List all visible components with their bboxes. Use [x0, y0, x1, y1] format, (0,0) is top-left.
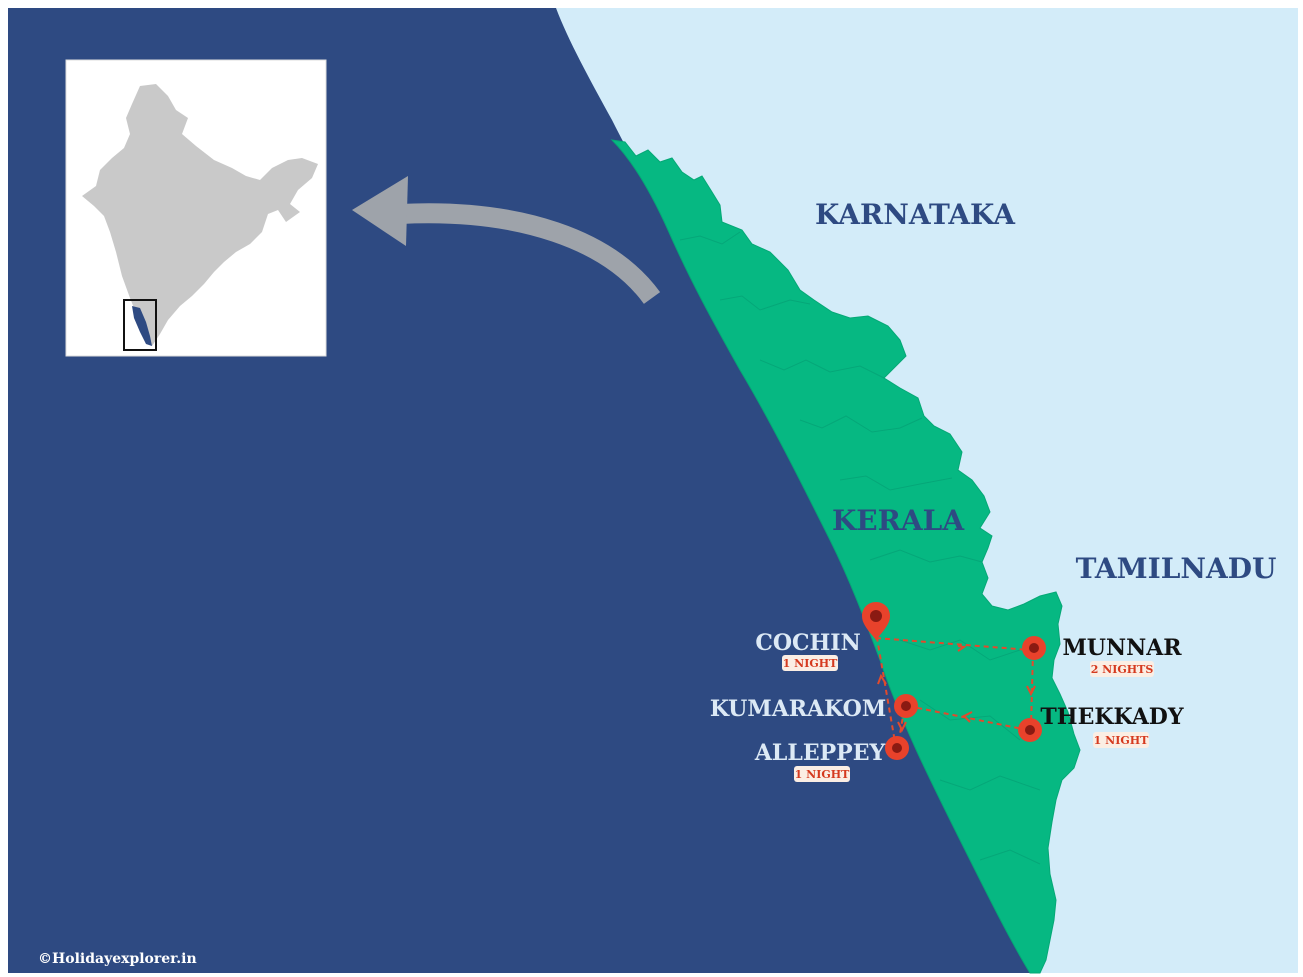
route-arrow-alleppey-cochin — [877, 673, 887, 685]
thekkady-nights-label: 1 NIGHT — [1094, 734, 1149, 747]
thekkady-nights-badge: 1 NIGHT — [1093, 732, 1149, 748]
city-label-cochin: COCHIN — [755, 630, 860, 656]
alleppey-marker-icon[interactable] — [885, 736, 909, 760]
cochin-nights-badge: 1 NIGHT — [782, 655, 838, 671]
city-label-alleppey: ALLEPPEY — [754, 740, 886, 766]
inset-kerala-icon — [132, 306, 152, 346]
alleppey-nights-label: 1 NIGHT — [795, 768, 850, 781]
cochin-nights-label: 1 NIGHT — [783, 657, 838, 670]
munnar-nights-label: 2 NIGHTS — [1091, 663, 1154, 676]
route-munnar-thekkady — [1030, 651, 1034, 727]
inset-pointer-arrow — [352, 176, 661, 305]
copyright-credit: ©Holidayexplorer.in — [38, 951, 197, 967]
cochin-pin-icon[interactable] — [862, 602, 890, 640]
munnar-marker-icon[interactable] — [1022, 636, 1046, 660]
district-borders — [679, 231, 1041, 865]
route-alleppey-cochin — [875, 631, 897, 749]
region-label-kerala: KERALA — [832, 504, 965, 537]
route-arrow-thekkady-kumarakom — [962, 711, 973, 723]
munnar-nights-badge: 2 NIGHTS — [1090, 661, 1154, 677]
thekkady-marker-icon[interactable] — [1018, 718, 1042, 742]
kumarakom-marker-icon[interactable] — [894, 694, 918, 718]
region-label-tamilnadu: TAMILNADU — [1076, 552, 1277, 585]
city-label-kumarakom: KUMARAKOM — [710, 696, 886, 722]
route-cochin-munnar — [875, 637, 1031, 651]
kerala-state — [610, 139, 1081, 974]
india-map-icon — [82, 84, 318, 346]
route-arrow-cochin-munnar — [957, 645, 967, 652]
route-arrow-kumarakom-alleppey — [897, 721, 907, 733]
india-inset — [65, 59, 327, 357]
tour-route — [875, 631, 1036, 749]
route-arrow-munnar-thekkady — [1026, 685, 1036, 697]
city-label-munnar: MUNNAR — [1062, 635, 1182, 661]
city-label-thekkady: THEKKADY — [1040, 704, 1183, 730]
route-thekkady-kumarakom — [907, 705, 1029, 731]
alleppey-nights-badge: 1 NIGHT — [794, 766, 850, 782]
region-label-karnataka: KARNATAKA — [815, 198, 1016, 231]
kerala-highlight-box — [123, 299, 157, 351]
